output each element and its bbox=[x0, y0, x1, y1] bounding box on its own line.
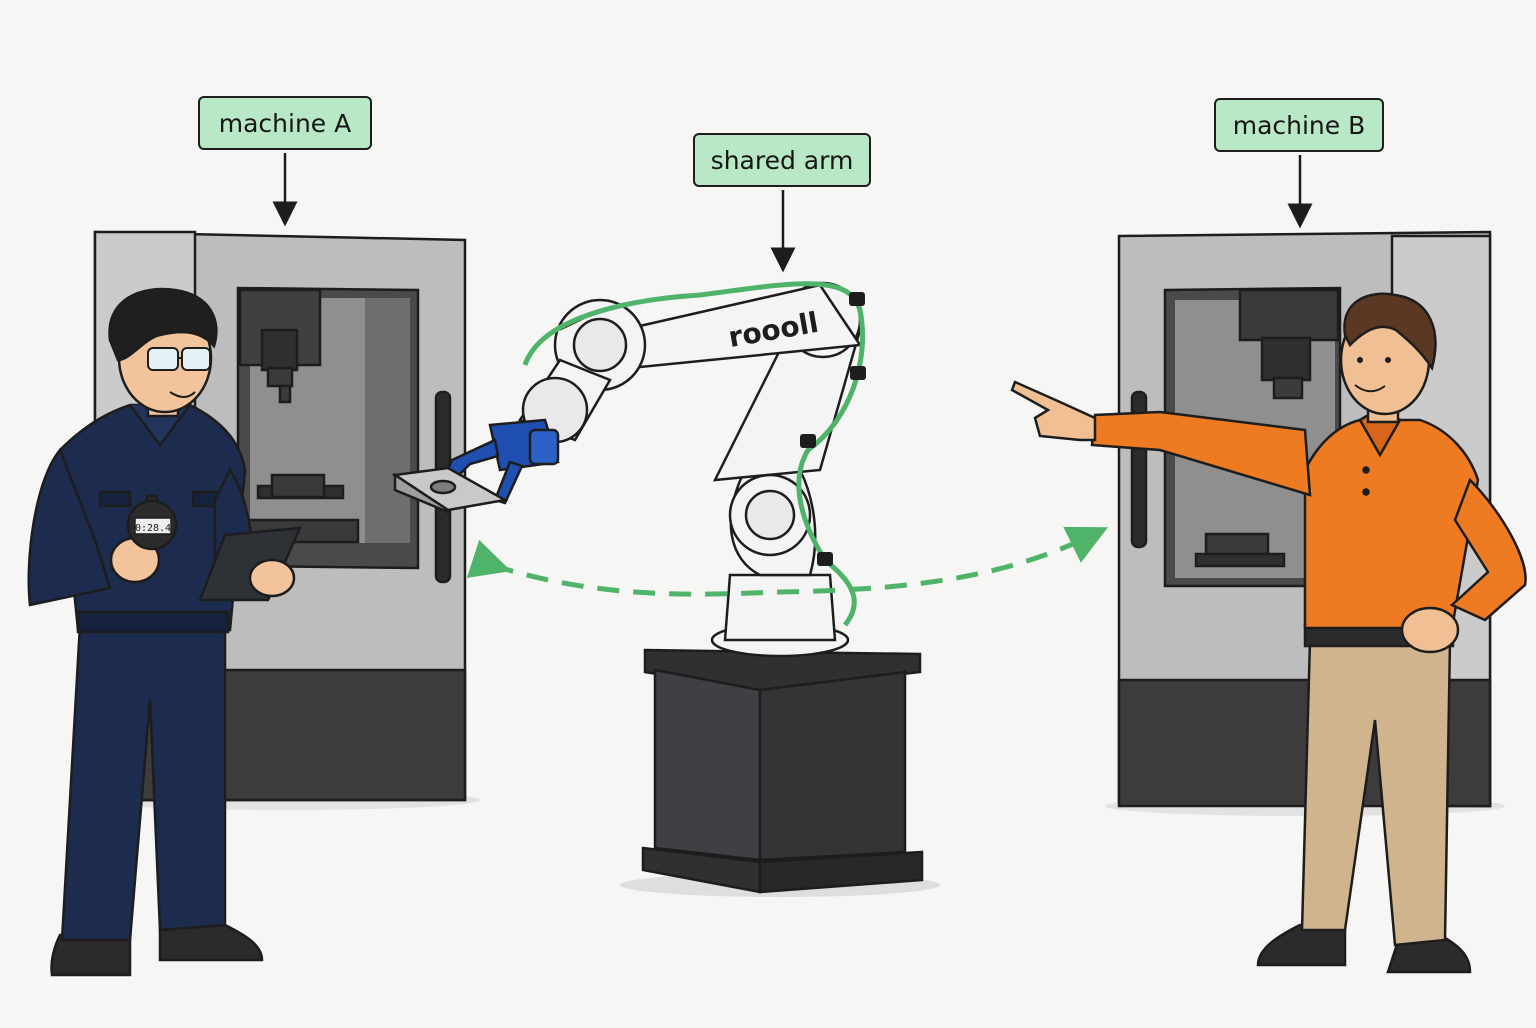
robot-arm bbox=[518, 281, 863, 658]
gripper bbox=[441, 418, 560, 505]
worker-a bbox=[27, 287, 303, 977]
shared-arm-label: shared arm bbox=[693, 133, 871, 187]
workpiece bbox=[391, 466, 509, 514]
double-headed-arrow-icon bbox=[466, 526, 1108, 597]
robot-pedestal bbox=[620, 648, 940, 897]
stopwatch-icon bbox=[126, 494, 178, 551]
stopwatch-readout: 0:28.4 bbox=[135, 523, 171, 534]
machine-b-label: machine B bbox=[1214, 98, 1384, 152]
worker-b bbox=[1010, 292, 1527, 974]
machine-a-label: machine A bbox=[198, 96, 372, 150]
